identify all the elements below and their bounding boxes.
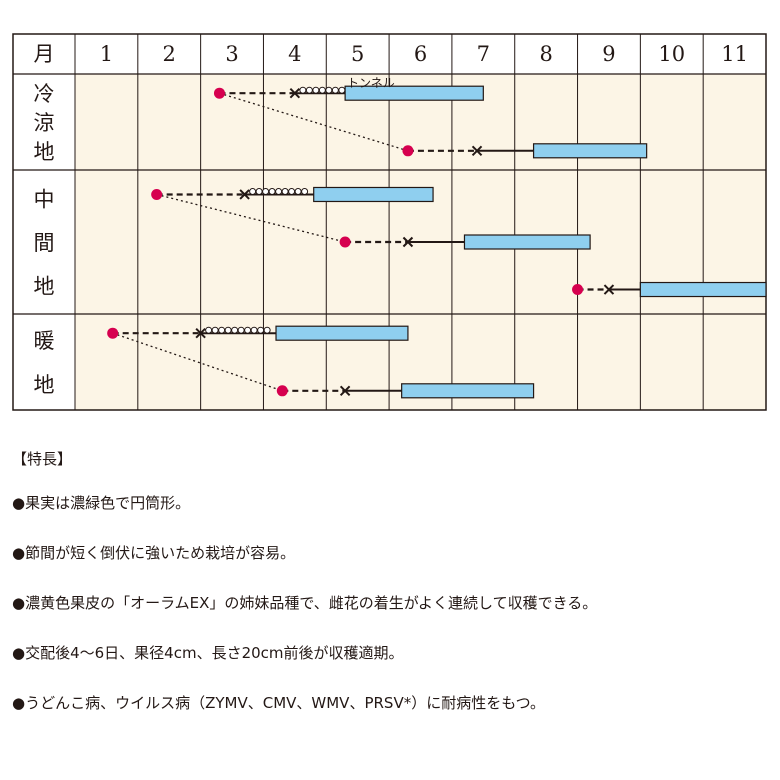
sowing-dot: [276, 385, 288, 397]
tunnel-loop: [275, 187, 283, 195]
planting-cross-stroke: [339, 385, 351, 397]
month-labels: 1 2 3 4 5 6 7 8 9 10 11: [100, 42, 748, 66]
sowing-dot: [339, 236, 351, 248]
feature-text: 濃黄色果皮の「オーラムEX」の姉妹品種で、雌花の着生がよく連続して収穫できる。: [25, 594, 598, 612]
bullet-icon: ●: [12, 644, 26, 662]
tunnel-loop: [294, 187, 302, 195]
tunnel-annotation: トンネル: [347, 76, 395, 90]
planting-cross-stroke: [195, 327, 206, 339]
tunnel-loop: [288, 187, 296, 195]
harvest-bar: [344, 85, 484, 101]
region-label-char: 地: [34, 373, 55, 397]
region-label-char: 地: [34, 275, 55, 299]
sowing-link-line: [156, 193, 346, 243]
sowing-links: [112, 92, 409, 392]
sowing-dot: [402, 145, 414, 157]
region-label-char: 地: [34, 140, 55, 164]
month-label: 6: [414, 42, 427, 66]
feature-text: 果実は濃緑色で円筒形。: [25, 494, 191, 512]
feature-item: ●交配後4〜6日、果径4cm、長さ20cm前後が収穫適期。: [12, 643, 772, 693]
month-label: 9: [602, 42, 615, 66]
sowing-dot: [107, 327, 119, 339]
harvest-bar: [401, 383, 535, 399]
region-label-char: 中: [34, 187, 55, 211]
tunnel-loop: [338, 86, 346, 94]
harvest-bar: [639, 281, 767, 298]
tunnel-loop: [205, 326, 213, 334]
features-section: 【特長】 ●果実は濃緑色で円筒形。●節間が短く倒伏に強いため栽培が容易。●濃黄色…: [12, 448, 772, 743]
harvest-bar: [532, 143, 648, 159]
bullet-icon: ●: [12, 594, 26, 612]
feature-text: 交配後4〜6日、果径4cm、長さ20cm前後が収穫適期。: [25, 644, 404, 662]
planting-cross-stroke: [289, 87, 301, 99]
region-label-char: 暖: [34, 329, 55, 353]
month-label: 7: [477, 42, 490, 66]
tunnel-loop: [318, 86, 326, 94]
harvest-bar: [463, 234, 591, 250]
tunnel-loop: [331, 86, 339, 94]
tunnel-loop: [262, 187, 270, 195]
feature-item: ●節間が短く倒伏に強いため栽培が容易。: [12, 543, 772, 593]
tunnel-loop: [325, 86, 333, 94]
sowing-dot: [213, 87, 225, 99]
tunnel-loop: [211, 326, 219, 334]
tunnel-loop: [263, 326, 271, 334]
planting-cross-stroke: [471, 145, 483, 157]
feature-text: 節間が短く倒伏に強いため栽培が容易。: [25, 544, 296, 562]
sowing-dot: [151, 188, 163, 200]
tunnel-loop: [250, 326, 258, 334]
tunnel-loop: [301, 187, 309, 195]
month-label: 3: [225, 42, 238, 66]
features-list: ●果実は濃緑色で円筒形。●節間が短く倒伏に強いため栽培が容易。●濃黄色果皮の「オ…: [12, 493, 772, 743]
tunnel-loop: [268, 187, 276, 195]
tunnel-loop: [281, 187, 289, 195]
tunnel-loop: [231, 326, 239, 334]
month-label: 2: [163, 42, 176, 66]
tunnel-loop: [237, 326, 245, 334]
region-label-char: 涼: [34, 111, 55, 135]
schedules: [107, 85, 767, 399]
bullet-icon: ●: [12, 694, 26, 712]
tunnel-loop: [257, 326, 265, 334]
region-label-char: 冷: [34, 82, 55, 106]
month-label: 4: [288, 42, 301, 66]
feature-item: ●濃黄色果皮の「オーラムEX」の姉妹品種で、雌花の着生がよく連続して収穫できる。: [12, 593, 772, 643]
month-label: 11: [721, 42, 748, 66]
tunnel-loop: [299, 86, 307, 94]
harvest-bar: [275, 325, 409, 341]
month-label: 8: [539, 42, 552, 66]
month-label: 1: [100, 42, 113, 66]
tunnel-loop: [305, 86, 313, 94]
tunnel-loop: [244, 326, 252, 334]
harvest-bar: [313, 186, 434, 203]
planting-cross-stroke: [402, 236, 414, 248]
bullet-icon: ●: [12, 544, 26, 562]
bullet-icon: ●: [12, 494, 26, 512]
sowing-dot: [572, 284, 584, 296]
region-label-char: 間: [34, 231, 55, 255]
feature-item: ●うどんこ病、ウイルス病（ZYMV、CMV、WMV、PRSV*）に耐病性をもつ。: [12, 693, 772, 743]
tunnel-loop: [312, 86, 320, 94]
region-label-column: [13, 74, 75, 410]
month-label: 5: [351, 42, 364, 66]
tunnel-loop: [224, 326, 232, 334]
features-title: 【特長】: [12, 450, 73, 468]
feature-text: うどんこ病、ウイルス病（ZYMV、CMV、WMV、PRSV*）に耐病性をもつ。: [25, 694, 545, 712]
tunnel-loop: [218, 326, 226, 334]
month-header-label: 月: [34, 42, 55, 66]
planting-cross-stroke: [603, 284, 615, 295]
tunnel-loop: [255, 187, 263, 195]
planting-cross-stroke: [239, 189, 250, 200]
month-label: 10: [658, 42, 685, 66]
feature-item: ●果実は濃緑色で円筒形。: [12, 493, 772, 543]
tunnel-loop: [249, 187, 257, 195]
